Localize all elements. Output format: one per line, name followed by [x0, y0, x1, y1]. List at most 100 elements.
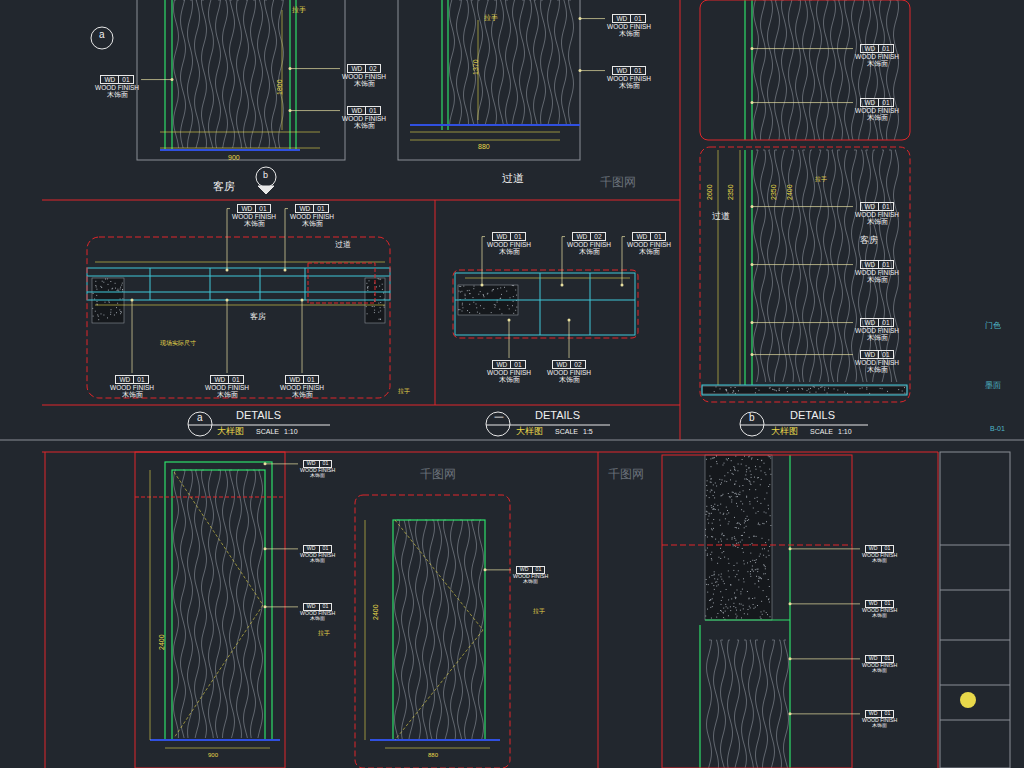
grain-line	[548, 0, 553, 124]
leader-dot	[301, 299, 304, 302]
hatch-dot	[710, 479, 711, 480]
hatch-dot	[769, 555, 770, 556]
hatch-dot	[766, 596, 767, 597]
dimension-text: 900	[228, 154, 240, 161]
hatch-dot	[706, 511, 707, 512]
hatch-dot	[750, 561, 751, 562]
dimension-text: 2600	[706, 184, 713, 200]
material-name: WOOD FINISH	[342, 115, 386, 122]
hatch-dot	[744, 456, 745, 457]
hatch-dot	[711, 490, 712, 491]
hatch-dot	[770, 515, 771, 516]
hatch-dot	[745, 518, 746, 519]
hatch-dot	[721, 495, 722, 496]
hatch-dot	[773, 389, 774, 390]
callout-number: 01	[631, 15, 644, 22]
tag-box: WD02	[572, 232, 605, 241]
hatch-dot	[714, 457, 715, 458]
hatch-dot	[497, 302, 498, 303]
material-name: WOOD FINISH	[95, 84, 139, 91]
hatch-area	[705, 455, 772, 620]
hatch-dot	[709, 513, 710, 514]
hatch-dot	[775, 390, 776, 391]
hatch-dot	[710, 482, 711, 483]
hatch-dot	[746, 526, 747, 527]
material-name-cn: 木饰面	[607, 82, 651, 89]
material-tag: WD01WOOD FINISH木饰面	[290, 204, 334, 227]
hatch-dot	[716, 617, 717, 618]
callout-number: 01	[879, 99, 892, 106]
hatch-dot	[735, 470, 736, 471]
hatch-dot	[118, 290, 119, 291]
hatch-dot	[764, 463, 765, 464]
grain-line	[817, 150, 822, 382]
hatch-dot	[380, 307, 381, 308]
dimension-text: 2350	[770, 184, 777, 200]
hatch-dot	[813, 386, 814, 387]
hatch-dot	[462, 303, 463, 304]
hatch-dot	[764, 565, 765, 566]
hatch-dot	[750, 544, 751, 545]
hatch-dot	[807, 390, 808, 391]
callout-number: 01	[134, 376, 147, 383]
material-tag: WD01WOOD FINISH木饰面	[627, 232, 671, 255]
hatch-dot	[742, 485, 743, 486]
grain-line	[258, 0, 263, 148]
hatch-dot	[766, 557, 767, 558]
material-name: WOOD FINISH	[855, 327, 899, 334]
hatch-dot	[506, 291, 507, 292]
grain-line	[714, 640, 719, 768]
hatch-dot	[735, 607, 736, 608]
material-tag: WD01WOOD FINISH木饰面	[300, 545, 335, 564]
hatch-dot	[730, 479, 731, 480]
material-tag: WD01WOOD FINISH木饰面	[342, 106, 386, 129]
leader-line	[790, 548, 860, 549]
hatch-dot	[374, 312, 375, 313]
hatch-dot	[728, 563, 729, 564]
hatch-dot	[818, 388, 819, 389]
hatch-dot	[483, 295, 484, 296]
hatch-dot	[469, 293, 470, 294]
hatch-dot	[750, 576, 751, 577]
hatch-dot	[463, 286, 464, 287]
hatch-dot	[769, 586, 770, 587]
hatch-dot	[746, 496, 747, 497]
leader-line	[622, 237, 625, 285]
hatch-dot	[469, 312, 470, 313]
hatch-dot	[712, 606, 713, 607]
hatch-dot	[728, 512, 729, 513]
callout-number: 02	[591, 233, 604, 240]
hatch-dot	[752, 560, 753, 561]
grain-line	[272, 0, 277, 148]
hatch-dot	[726, 389, 727, 390]
hatch-dot	[762, 548, 763, 549]
hatch-dot	[725, 611, 726, 612]
hatch-dot	[120, 287, 121, 288]
hatch-dot	[738, 579, 739, 580]
tag-box: WD02	[552, 360, 585, 369]
hatch-dot	[109, 302, 110, 303]
material-name: WOOD FINISH	[855, 107, 899, 114]
hatch-dot	[866, 389, 867, 390]
material-name: WOOD FINISH	[342, 73, 386, 80]
hatch-dot	[515, 310, 516, 311]
hatch-dot	[744, 479, 745, 480]
hatch-dot	[737, 496, 738, 497]
hatch-dot	[494, 307, 495, 308]
leader-dot	[508, 319, 511, 322]
hatch-dot	[742, 503, 743, 504]
hatch-dot	[744, 581, 745, 582]
hatch-dot	[734, 493, 735, 494]
material-tag: WD01WOOD FINISH木饰面	[855, 44, 899, 67]
grain-line	[181, 0, 186, 148]
material-code: WD	[238, 205, 256, 212]
material-tag: WD01WOOD FINISH木饰面	[607, 66, 651, 89]
hatch-dot	[382, 289, 383, 290]
hatch-dot	[733, 545, 734, 546]
hatch-dot	[733, 606, 734, 607]
material-name: WOOD FINISH	[487, 369, 531, 376]
watermark: 千图网	[608, 468, 644, 480]
grain-line	[444, 520, 449, 740]
hatch-dot	[743, 578, 744, 579]
dimension-text: 现场实际尺寸	[160, 340, 196, 346]
